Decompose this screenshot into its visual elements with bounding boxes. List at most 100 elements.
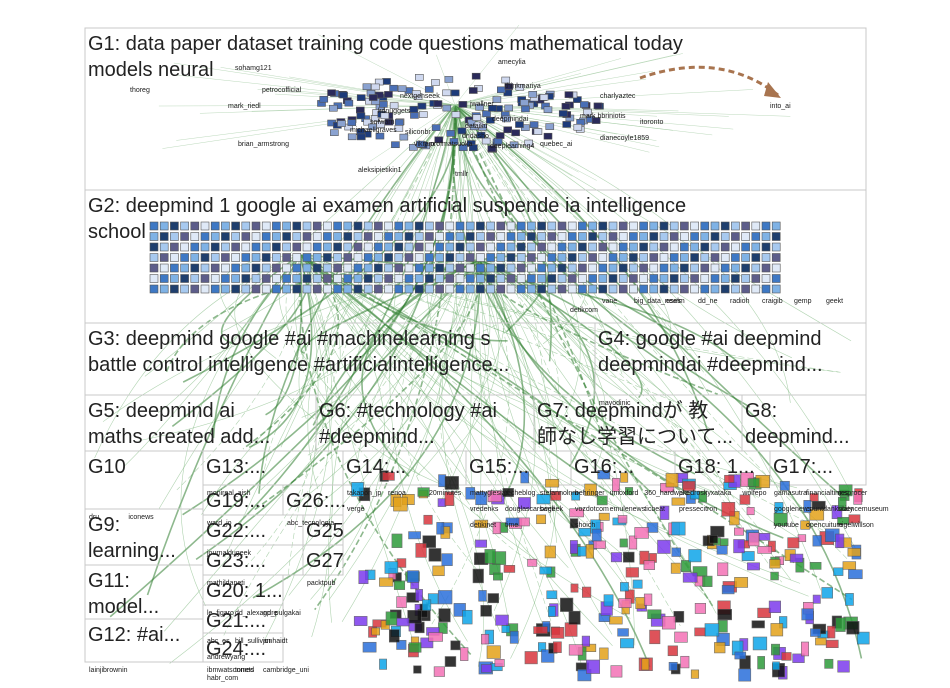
node[interactable] <box>272 253 281 262</box>
node[interactable] <box>671 547 681 557</box>
node[interactable] <box>533 128 543 135</box>
node[interactable] <box>251 242 261 252</box>
node[interactable] <box>382 471 395 481</box>
node[interactable] <box>632 579 643 589</box>
node[interactable] <box>445 221 455 231</box>
node[interactable] <box>149 221 159 231</box>
node[interactable] <box>502 115 511 123</box>
node-label[interactable]: into_ai <box>770 103 791 110</box>
node[interactable] <box>353 263 363 273</box>
node[interactable] <box>438 622 448 634</box>
node[interactable] <box>751 274 761 283</box>
node[interactable] <box>251 221 261 231</box>
node[interactable] <box>835 617 846 632</box>
node[interactable] <box>445 253 455 262</box>
node[interactable] <box>674 631 688 643</box>
node[interactable] <box>319 95 329 103</box>
node[interactable] <box>561 102 571 110</box>
node[interactable] <box>659 284 669 294</box>
node[interactable] <box>584 483 597 496</box>
node[interactable] <box>547 232 557 241</box>
node[interactable] <box>435 242 444 252</box>
node[interactable] <box>404 284 414 294</box>
node-label[interactable]: wolfepo <box>741 490 766 497</box>
node[interactable] <box>779 480 790 491</box>
node[interactable] <box>292 242 302 252</box>
node[interactable] <box>312 221 322 231</box>
node[interactable] <box>445 274 455 283</box>
node[interactable] <box>384 118 394 126</box>
node[interactable] <box>333 274 342 283</box>
node-label[interactable]: charlyaztec <box>600 93 636 100</box>
node[interactable] <box>261 284 271 294</box>
node[interactable] <box>180 221 189 231</box>
node[interactable] <box>620 472 629 483</box>
node-label[interactable]: thinkmariya <box>505 83 541 90</box>
node[interactable] <box>717 620 728 633</box>
node[interactable] <box>577 669 592 682</box>
node[interactable] <box>393 496 408 512</box>
node[interactable] <box>690 232 699 241</box>
node[interactable] <box>159 274 169 283</box>
node[interactable] <box>516 253 526 262</box>
node[interactable] <box>527 263 536 273</box>
node[interactable] <box>435 274 444 283</box>
node[interactable] <box>610 552 623 563</box>
node[interactable] <box>435 284 444 294</box>
node[interactable] <box>200 274 210 283</box>
node[interactable] <box>577 546 587 557</box>
node[interactable] <box>758 533 771 541</box>
node[interactable] <box>422 535 436 548</box>
node[interactable] <box>170 253 179 262</box>
node[interactable] <box>425 284 434 294</box>
node[interactable] <box>578 221 587 231</box>
node[interactable] <box>363 221 373 231</box>
node[interactable] <box>312 232 322 241</box>
node[interactable] <box>343 232 353 241</box>
node[interactable] <box>180 253 189 262</box>
node[interactable] <box>847 547 861 557</box>
node[interactable] <box>731 253 740 262</box>
node[interactable] <box>741 253 750 262</box>
node-label[interactable]: dianecoyle1859 <box>600 135 649 142</box>
node[interactable] <box>731 242 740 252</box>
node-label[interactable]: geekt <box>826 298 843 305</box>
node[interactable] <box>567 253 577 262</box>
node[interactable] <box>751 221 761 231</box>
node[interactable] <box>639 253 648 262</box>
node[interactable] <box>343 221 353 231</box>
node-label[interactable]: amecylia <box>498 59 526 66</box>
node[interactable] <box>511 129 520 137</box>
node[interactable] <box>170 274 179 283</box>
node[interactable] <box>734 577 749 588</box>
node[interactable] <box>527 284 536 294</box>
node[interactable] <box>629 284 638 294</box>
node[interactable] <box>593 540 606 549</box>
node[interactable] <box>384 561 399 574</box>
node[interactable] <box>588 253 597 262</box>
node[interactable] <box>503 565 516 573</box>
node[interactable] <box>465 242 475 252</box>
node[interactable] <box>608 221 618 231</box>
node[interactable] <box>639 284 648 294</box>
node[interactable] <box>752 636 768 651</box>
node[interactable] <box>472 114 482 121</box>
node[interactable] <box>731 284 740 294</box>
node[interactable] <box>241 284 251 294</box>
node[interactable] <box>649 253 659 262</box>
node[interactable] <box>669 253 679 262</box>
node[interactable] <box>481 137 491 145</box>
node[interactable] <box>388 629 400 643</box>
node[interactable] <box>578 284 587 294</box>
node[interactable] <box>617 515 628 524</box>
node[interactable] <box>446 130 455 137</box>
node[interactable] <box>396 639 407 650</box>
node[interactable] <box>649 232 659 241</box>
node[interactable] <box>384 221 393 231</box>
node[interactable] <box>495 614 509 626</box>
node[interactable] <box>231 221 240 231</box>
node[interactable] <box>741 242 750 252</box>
node[interactable] <box>282 253 291 262</box>
node[interactable] <box>251 253 261 262</box>
node-label[interactable]: dataiku <box>465 123 488 130</box>
